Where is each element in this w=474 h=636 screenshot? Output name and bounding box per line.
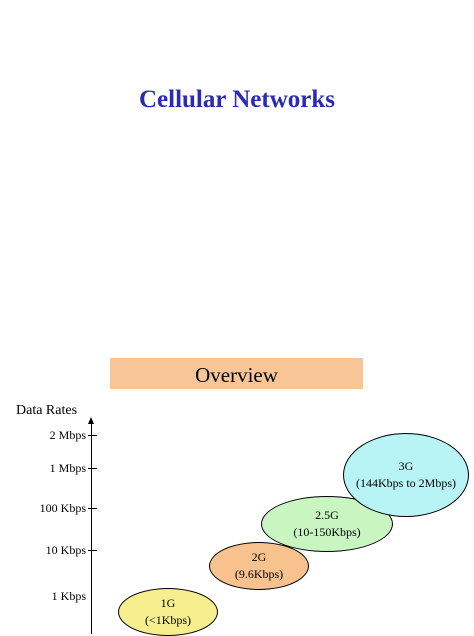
slide-title: Cellular Networks <box>138 86 336 113</box>
bubble-3g: 3G (144Kbps to 2Mbps) <box>343 433 469 517</box>
tick-label-1mbps: 1 Mbps <box>49 461 86 475</box>
tick-label-100kbps: 100 Kbps <box>39 501 86 515</box>
tick-mark <box>88 508 97 509</box>
axis-label: Data Rates <box>16 403 78 418</box>
bubble-1g-name: 1G <box>160 596 176 610</box>
bubble-3g-rate: (144Kbps to 2Mbps) <box>355 476 456 490</box>
tick-label-1kbps: 1 Kbps <box>51 589 86 603</box>
bubble-2g-rate: (9.6Kbps) <box>234 567 284 581</box>
y-axis-line <box>91 424 92 634</box>
tick-mark <box>88 468 97 469</box>
tick-label-2mbps: 2 Mbps <box>49 428 86 442</box>
bubble-2g: 2G (9.6Kbps) <box>209 542 309 590</box>
overview-banner: Overview <box>110 358 363 389</box>
bubble-2g-name: 2G <box>251 550 267 564</box>
tick-mark <box>88 550 97 551</box>
tick-mark <box>88 435 97 436</box>
bubble-3g-name: 3G <box>398 459 414 473</box>
tick-label-10kbps: 10 Kbps <box>45 543 86 557</box>
bubble-1g: 1G (<1Kbps) <box>118 588 218 636</box>
axis-arrow-icon <box>88 417 94 424</box>
bubble-2-5g-name: 2.5G <box>315 508 339 522</box>
bubble-2-5g-rate: (10-150Kbps) <box>293 525 361 539</box>
bubble-1g-rate: (<1Kbps) <box>144 613 192 627</box>
